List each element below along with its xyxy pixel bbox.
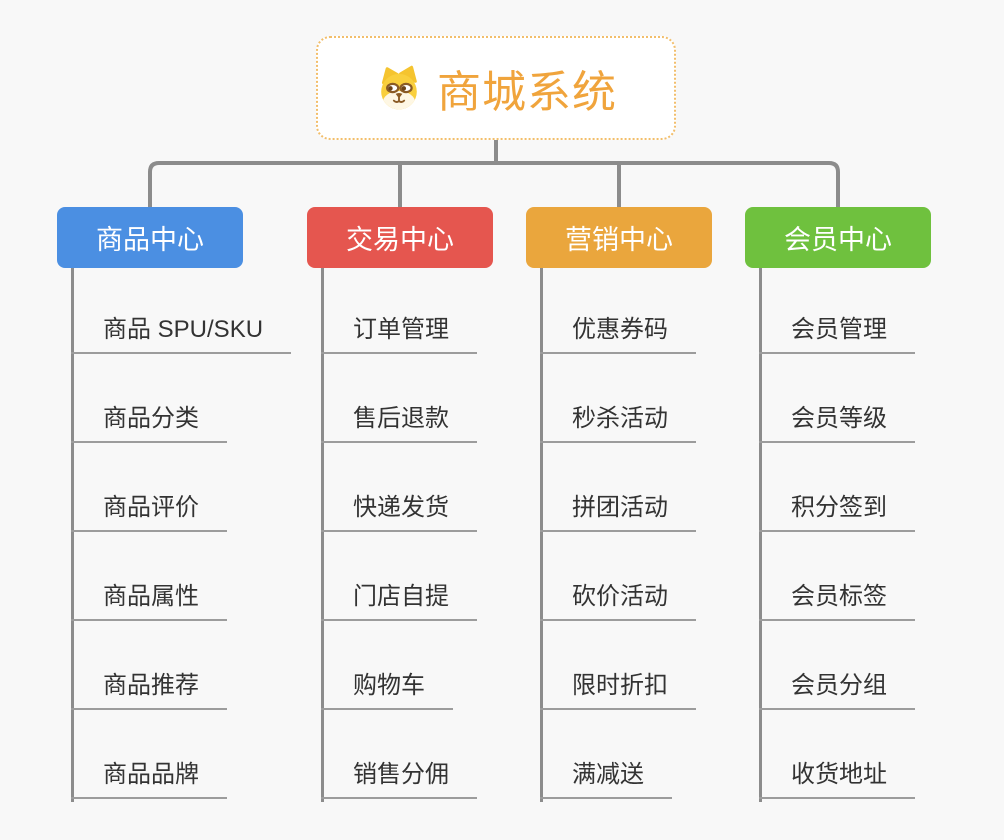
child-node[interactable]: 优惠券码 xyxy=(540,314,696,354)
branch-node-label: 会员中心 xyxy=(784,225,892,255)
child-node[interactable]: 拼团活动 xyxy=(540,492,696,532)
child-node[interactable]: 购物车 xyxy=(321,670,453,710)
child-node[interactable]: 商品品牌 xyxy=(71,759,227,799)
child-node[interactable]: 售后退款 xyxy=(321,403,477,443)
child-node[interactable]: 会员管理 xyxy=(759,314,915,354)
branch-node-label: 商品中心 xyxy=(96,225,204,255)
branch-column-trade: 交易中心 订单管理 售后退款 快递发货 门店自提 购物车 销售分佣 xyxy=(307,207,493,807)
child-node[interactable]: 会员等级 xyxy=(759,403,915,443)
child-node[interactable]: 积分签到 xyxy=(759,492,915,532)
branch-node-label: 营销中心 xyxy=(565,225,673,255)
branch-spine xyxy=(321,268,324,802)
root-node-label: 商城系统 xyxy=(437,68,617,117)
child-node[interactable]: 秒杀活动 xyxy=(540,403,696,443)
branch-node-trade-center[interactable]: 交易中心 xyxy=(307,207,493,268)
child-node[interactable]: 收货地址 xyxy=(759,759,915,799)
child-node[interactable]: 订单管理 xyxy=(321,314,477,354)
branch-column-member: 会员中心 会员管理 会员等级 积分签到 会员标签 会员分组 收货地址 xyxy=(745,207,931,807)
child-node[interactable]: 商品 SPU/SKU xyxy=(71,314,292,354)
branch-column-product: 商品中心 商品 SPU/SKU 商品分类 商品评价 商品属性 商品推荐 商品品牌 xyxy=(57,207,292,807)
shiba-dog-icon xyxy=(381,65,417,110)
child-node[interactable]: 快递发货 xyxy=(321,492,477,532)
child-node[interactable]: 限时折扣 xyxy=(540,670,696,710)
branch-node-marketing-center[interactable]: 营销中心 xyxy=(526,207,712,268)
branch-column-marketing: 营销中心 优惠券码 秒杀活动 拼团活动 砍价活动 限时折扣 满减送 xyxy=(526,207,712,807)
child-node[interactable]: 砍价活动 xyxy=(540,581,696,621)
branch-node-member-center[interactable]: 会员中心 xyxy=(745,207,931,268)
branch-spine xyxy=(71,268,74,802)
child-node[interactable]: 满减送 xyxy=(540,759,672,799)
child-node[interactable]: 销售分佣 xyxy=(321,759,477,799)
child-node[interactable]: 商品属性 xyxy=(71,581,227,621)
branch-node-label: 交易中心 xyxy=(346,225,454,255)
branch-spine xyxy=(759,268,762,802)
root-node[interactable]: 商城系统 xyxy=(316,36,676,140)
child-node[interactable]: 会员分组 xyxy=(759,670,915,710)
child-node[interactable]: 门店自提 xyxy=(321,581,477,621)
child-node[interactable]: 商品推荐 xyxy=(71,670,227,710)
child-node[interactable]: 商品分类 xyxy=(71,403,227,443)
child-node[interactable]: 会员标签 xyxy=(759,581,915,621)
branch-spine xyxy=(540,268,543,802)
child-node[interactable]: 商品评价 xyxy=(71,492,227,532)
branch-bus-line xyxy=(148,161,840,207)
branch-node-product-center[interactable]: 商品中心 xyxy=(57,207,243,268)
